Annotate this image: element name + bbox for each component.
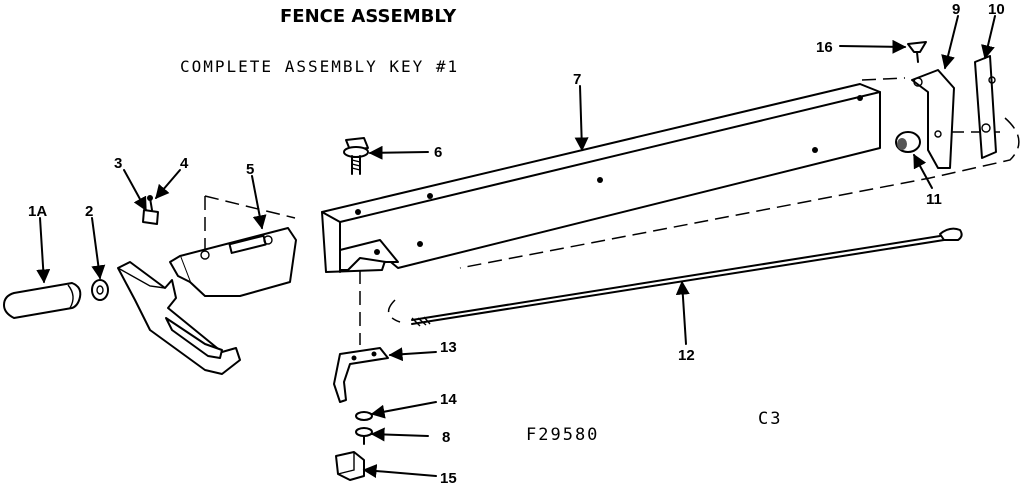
callout-7: 7 xyxy=(573,71,581,88)
callout-1a: 1A xyxy=(28,203,47,220)
callout-12: 12 xyxy=(678,347,695,364)
part-washer-14 xyxy=(355,411,373,421)
callout-5: 5 xyxy=(246,161,254,178)
callout-14: 14 xyxy=(440,391,457,408)
diagram-title: FENCE ASSEMBLY xyxy=(280,6,457,27)
part-screw-8 xyxy=(355,427,373,445)
callout-15: 15 xyxy=(440,470,457,486)
part-front-bracket-5 xyxy=(117,227,297,375)
part-bracket-13 xyxy=(333,347,389,403)
part-screw-16 xyxy=(907,41,927,63)
diagram-subtitle: COMPLETE ASSEMBLY KEY #1 xyxy=(180,57,459,76)
callout-8: 8 xyxy=(442,429,450,446)
callout-13: 13 xyxy=(440,339,457,356)
callout-3: 3 xyxy=(114,155,122,172)
callout-2: 2 xyxy=(85,203,93,220)
callout-10: 10 xyxy=(988,1,1005,18)
part-bolt-6 xyxy=(343,137,369,175)
part-washer-2 xyxy=(91,279,109,301)
part-knob-1a xyxy=(3,282,82,319)
part-rear-clamp-9 xyxy=(911,69,955,169)
figure-code: F29580 xyxy=(526,425,599,445)
callout-16: 16 xyxy=(816,39,833,56)
part-clip-3 xyxy=(142,209,159,225)
page-code: C3 xyxy=(758,409,782,429)
assembly-lines xyxy=(204,77,1020,345)
part-roller-11 xyxy=(895,131,921,153)
callout-leaders xyxy=(36,15,996,479)
part-screw-4 xyxy=(147,195,153,211)
callout-4: 4 xyxy=(180,155,189,172)
part-fence-rail-7 xyxy=(321,83,881,273)
part-plate-10 xyxy=(974,55,997,159)
callout-6: 6 xyxy=(434,144,442,161)
callout-9: 9 xyxy=(952,1,960,18)
callout-labels: 1A 2 3 4 5 6 7 8 9 10 11 12 13 14 15 16 xyxy=(28,1,1005,486)
callout-11: 11 xyxy=(926,191,942,208)
part-foot-15 xyxy=(335,451,365,481)
